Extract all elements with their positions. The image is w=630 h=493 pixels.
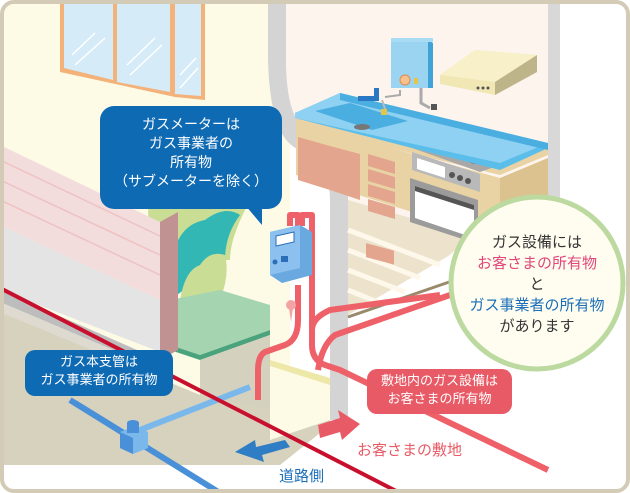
main-pipe-callout: ガス本支管は ガス事業者の所有物 <box>25 354 173 390</box>
premises-callout-bubble <box>367 369 512 414</box>
window-icon <box>60 2 205 100</box>
meter-callout: ガスメーターは ガス事業者の 所有物 （サブメーターを除く） <box>100 116 282 192</box>
meter-callout-line: （サブメーターを除く） <box>114 174 268 190</box>
valve-icon <box>286 300 296 322</box>
property-boundary-line <box>2 286 401 491</box>
summary-line-and: と <box>529 275 545 293</box>
faucet-icon <box>358 88 387 115</box>
summary-line-1: ガス設備には <box>491 233 582 251</box>
gas-meter-icon <box>270 225 312 283</box>
summary-line-company: ガス事業者の所有物 <box>469 296 605 314</box>
summary-circle <box>448 194 626 372</box>
foundation <box>270 365 330 440</box>
wall-edge <box>268 2 348 420</box>
meter-callout-bubble <box>100 106 282 225</box>
main-pipe-callout-bubble <box>25 350 173 396</box>
main-pipe-callout-line: ガス本支管は <box>59 355 138 370</box>
customer-premises-label: お客さまの敷地 <box>357 441 463 459</box>
sink-icon <box>315 103 408 130</box>
main-pipe-callout-line: ガス事業者の所有物 <box>40 373 158 388</box>
summary-line-customer: お客さまの所有物 <box>476 254 597 272</box>
premises-callout-line: 敷地内のガス設備は <box>380 374 498 389</box>
range-hood-icon <box>440 50 537 95</box>
meter-callout-line: ガス事業者の <box>149 136 233 152</box>
foundation-edge <box>270 360 330 385</box>
premises-callout: 敷地内のガス設備は お客さまの所有物 <box>367 373 512 409</box>
water-heater-icon <box>384 38 437 110</box>
pipe-junction-icon <box>120 420 148 454</box>
road-side-label: 道路側 <box>279 467 325 485</box>
meter-callout-line: 所有物 <box>170 155 212 171</box>
summary-circle-text: ガス設備には お客さまの所有物 と ガス事業者の所有物 があります <box>452 232 622 337</box>
corner-pillar <box>548 2 560 200</box>
arrow-right-icon <box>318 410 360 440</box>
summary-line-5: があります <box>499 317 575 335</box>
kitchen-counter <box>295 93 548 265</box>
arrow-left-icon <box>235 440 290 462</box>
premises-callout-line: お客さまの所有物 <box>387 392 492 407</box>
meter-callout-line: ガスメーターは <box>142 117 240 133</box>
